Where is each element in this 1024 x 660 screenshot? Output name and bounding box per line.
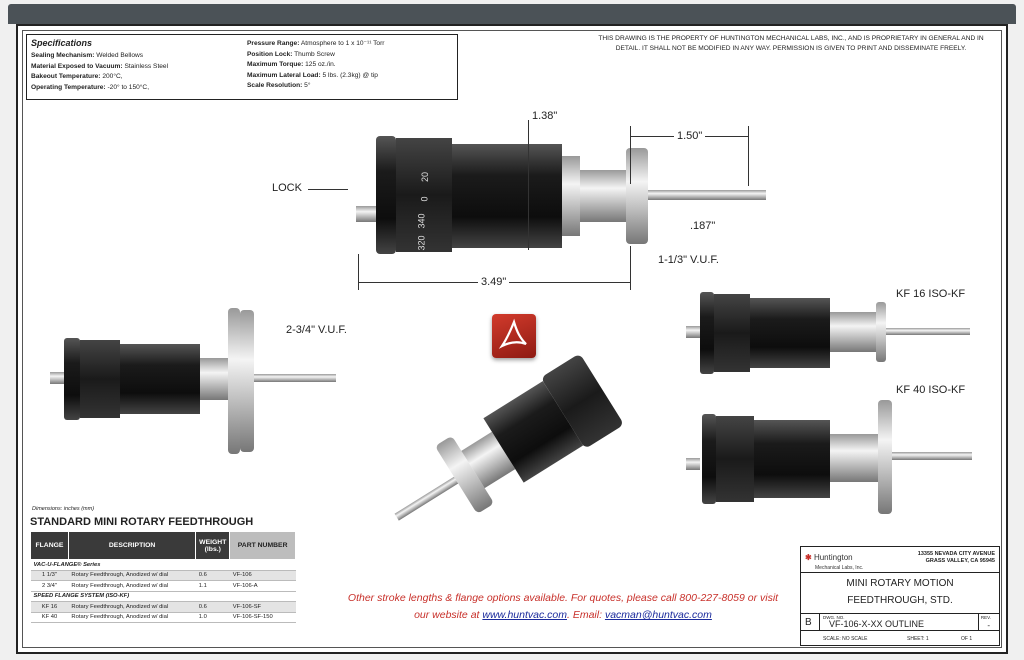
drawing-border — [22, 30, 1002, 648]
drawing-sheet: Specifications Sealing Mechanism: Welded… — [16, 24, 1008, 654]
company-logo: ✱ Huntington Mechanical Labs, Inc. — [805, 553, 864, 571]
pdf-icon[interactable] — [492, 314, 536, 358]
vuf-234-label: 2-3/4" V.U.F. — [286, 324, 347, 336]
scale-row: SCALE: NO SCALE SHEET: 1 OF 1 — [823, 636, 973, 642]
dial-tick-label: 340 — [416, 213, 427, 229]
feedthrough-kf40-view — [686, 400, 972, 514]
kf40-label: KF 40 ISO-KF — [896, 384, 966, 396]
feedthrough-main-view — [356, 136, 766, 254]
dim-label-349: 3.49" — [478, 276, 510, 288]
vuf-113-label: 1-1/3" V.U.F. — [658, 254, 719, 266]
lock-leader — [308, 189, 348, 190]
dim-label-150: 1.50" — [674, 130, 706, 142]
viewer-top-bar — [8, 4, 1016, 24]
dim-ext-349-right — [630, 246, 631, 290]
dimensions-note: Dimensions: inches (mm) — [32, 506, 95, 512]
dim-label-187: .187" — [690, 220, 716, 232]
rev-value: - — [987, 621, 990, 630]
spec-row: Bakeout Temperature: 200°C, — [31, 73, 123, 80]
rev-label: REV. — [980, 615, 991, 620]
spec-row: Scale Resolution: 5° — [247, 82, 311, 89]
specifications-heading: Specifications — [31, 38, 93, 48]
dim-ext-150-right — [748, 126, 749, 186]
spec-row: Maximum Torque: 125 oz./in. — [247, 61, 336, 68]
dial-tick-label: 0 — [419, 196, 430, 202]
title-block-header: ✱ Huntington Mechanical Labs, Inc. 13355… — [801, 547, 999, 573]
quote-line-2: our website at www.huntvac.com. Email: v… — [414, 609, 712, 621]
spec-row: Sealing Mechanism: Welded Bellows — [31, 52, 144, 59]
col-header-description: DESCRIPTION — [67, 531, 197, 560]
dim-line-138 — [528, 120, 529, 250]
table-row: 1 1/3"Rotary Feedthrough, Anodized w/ di… — [30, 570, 296, 581]
lock-label: LOCK — [272, 182, 302, 194]
dwg-number: VF-106-X-XX OUTLINE — [829, 619, 925, 629]
table-header-row: FLANGE DESCRIPTION WEIGHT (lbs.) PART NU… — [30, 531, 296, 560]
dial-tick-label: 320 — [416, 235, 427, 251]
specs-right-column: Pressure Range: Atmosphere to 1 x 10⁻¹¹ … — [247, 39, 385, 92]
title-block: ✱ Huntington Mechanical Labs, Inc. 13355… — [800, 546, 1000, 646]
table-title: STANDARD MINI ROTARY FEEDTHROUGH — [30, 516, 254, 528]
size-letter: B — [805, 617, 812, 628]
specifications-box: Specifications Sealing Mechanism: Welded… — [26, 34, 458, 100]
table-row: 2 3/4"Rotary Feedthrough, Anodized w/ di… — [30, 580, 296, 592]
spec-row: Operating Temperature: -20° to 150°C, — [31, 83, 150, 91]
feedthrough-kf16-view — [686, 292, 970, 374]
specs-left-column: Sealing Mechanism: Welded Bellows Materi… — [31, 51, 168, 93]
quote-line-1: Other stroke lengths & flange options av… — [347, 592, 779, 604]
parts-table: FLANGE DESCRIPTION WEIGHT (lbs.) PART NU… — [30, 531, 296, 623]
quote-text: Other stroke lengths & flange options av… — [330, 590, 796, 624]
dwg-label: DWG. NO. — [823, 615, 845, 620]
dim-ext-150-left — [630, 126, 631, 184]
proprietary-notice: THIS DRAWING IS THE PROPERTY OF HUNTINGT… — [598, 35, 984, 52]
spec-row: Position Lock: Thumb Screw — [247, 50, 335, 58]
table-section-row: VAC-U-FLANGE® Series — [30, 559, 296, 571]
col-header-weight: WEIGHT (lbs.) — [195, 531, 231, 560]
col-header-flange: FLANGE — [30, 531, 69, 560]
kf16-label: KF 16 ISO-KF — [896, 288, 966, 300]
spec-row: Pressure Range: Atmosphere to 1 x 10⁻¹¹ … — [247, 40, 385, 47]
spec-row: Material Exposed to Vacuum: Stainless St… — [31, 62, 169, 70]
table-section-row: SPEED FLANGE SYSTEM (ISO-KF) — [30, 591, 296, 602]
spec-row: Maximum Lateral Load: 5 lbs. (2.3kg) @ t… — [247, 71, 378, 79]
logo-icon: ✱ — [805, 553, 812, 562]
drawing-title: MINI ROTARY MOTION FEEDTHROUGH, STD. — [846, 578, 954, 606]
dim-ext-349-left — [358, 254, 359, 290]
dial-tick-label: 20 — [420, 171, 431, 183]
dim-label-138: 1.38" — [532, 110, 558, 122]
company-address: 13355 NEVADA CITY AVENUE GRASS VALLEY, C… — [917, 551, 995, 564]
email-link[interactable]: vacman@huntvac.com — [604, 609, 712, 621]
website-link[interactable]: www.huntvac.com — [482, 609, 567, 621]
feedthrough-275-view — [50, 308, 336, 454]
feedthrough-isometric-view — [394, 355, 622, 521]
col-header-part-number: PART NUMBER — [229, 531, 296, 560]
dwg-number-row: B DWG. NO. VF-106-X-XX OUTLINE REV. - — [801, 613, 999, 631]
